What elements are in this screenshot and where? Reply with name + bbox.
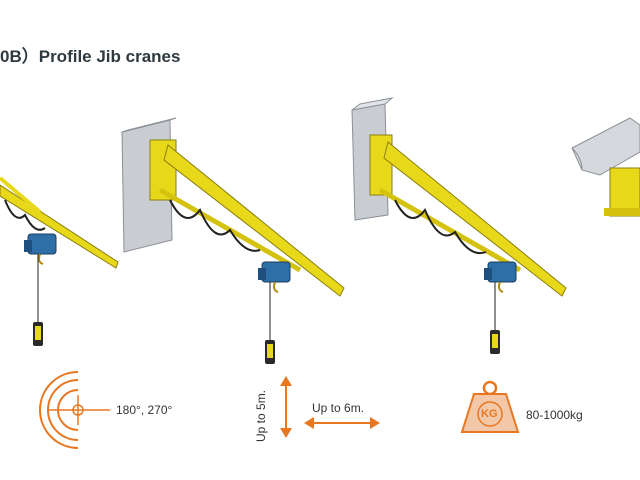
length-arrow-icon [304, 417, 380, 429]
rotation-label: 180°, 270° [116, 403, 173, 417]
weight-icon [460, 380, 520, 433]
rotation-icon [39, 371, 110, 449]
crane-4 [571, 117, 640, 217]
weight-unit-label: KG [481, 408, 498, 420]
page-title: 0B）Profile Jib cranes [0, 47, 181, 66]
height-label: Up to 5m. [254, 389, 268, 442]
capacity-label: 80-1000kg [526, 408, 583, 422]
length-label: Up to 6m. [312, 401, 365, 415]
crane-3 [351, 97, 567, 354]
height-arrow-icon [280, 376, 292, 438]
crane-1 [0, 176, 119, 346]
crane-2 [121, 117, 345, 364]
